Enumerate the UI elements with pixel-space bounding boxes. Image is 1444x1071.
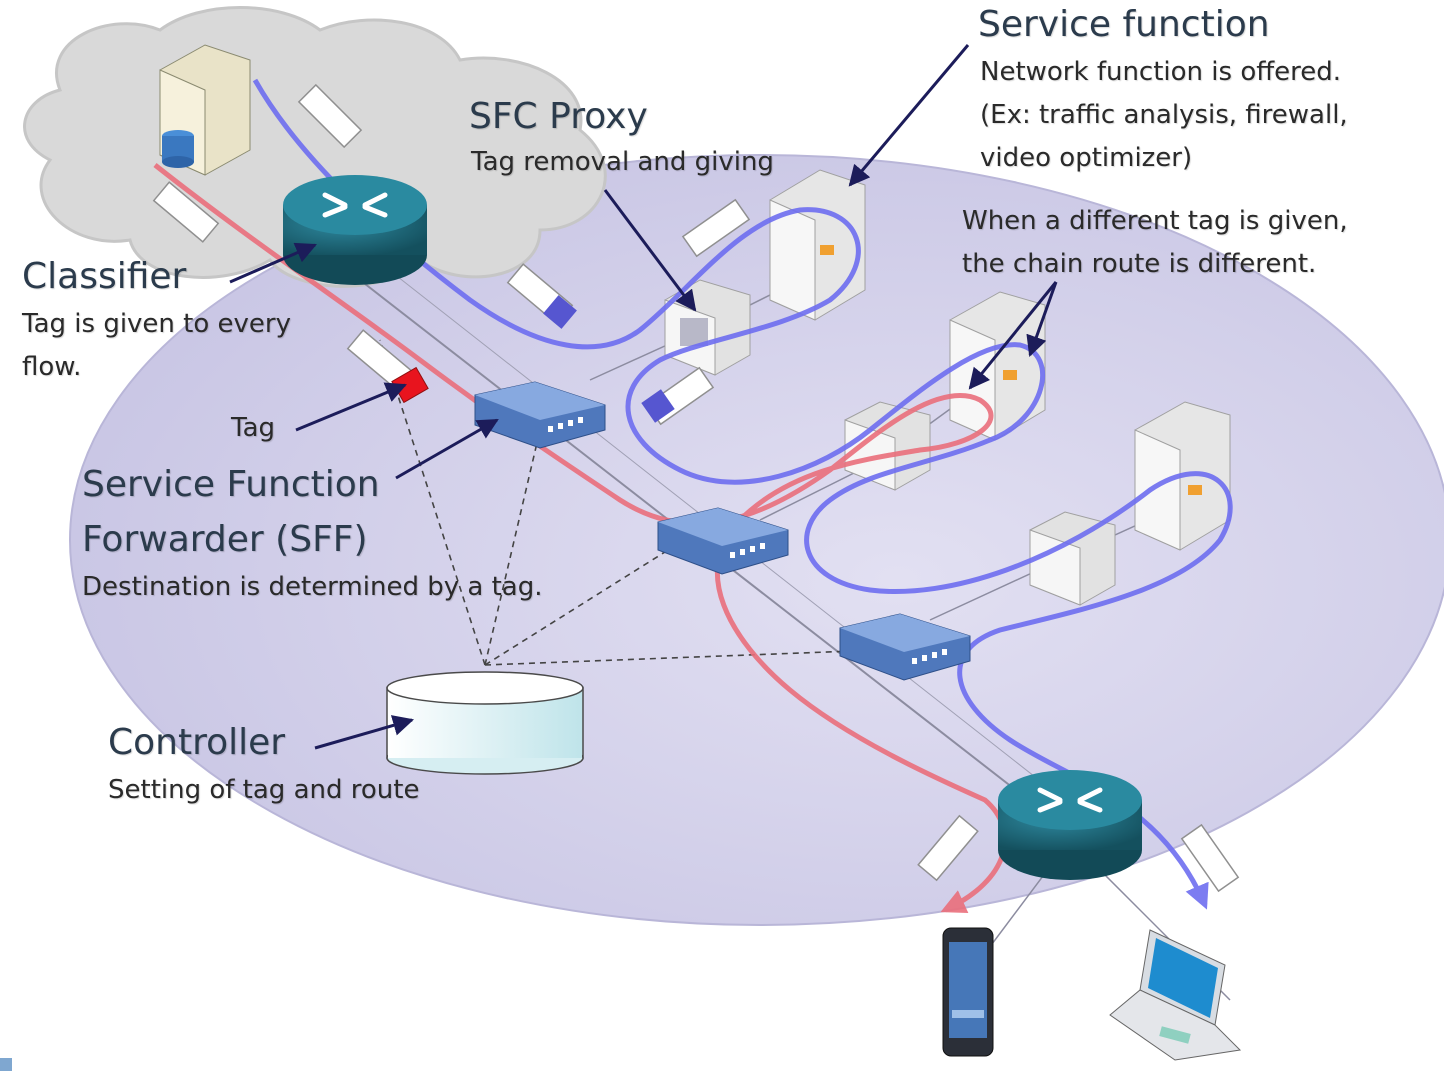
sff-switch-2 (657, 507, 789, 575)
smartphone (942, 927, 994, 1057)
controller-database (386, 671, 584, 775)
sfc-proxy-title: SFC Proxy (469, 96, 648, 137)
service-function-server-1 (769, 169, 866, 321)
service-function-desc-2: (Ex: traffic analysis, firewall, (980, 100, 1348, 130)
sfc-proxy-desc: Tag removal and giving (471, 147, 774, 177)
laptop (1109, 929, 1242, 1061)
sff-desc: Destination is determined by a tag. (82, 572, 543, 602)
different-tag-line-1: When a different tag is given, (962, 206, 1348, 236)
classifier-desc-2: flow. (22, 352, 82, 382)
service-function-desc-1: Network function is offered. (980, 57, 1342, 87)
sff-switch-1 (474, 381, 606, 449)
corner-mark (0, 1058, 12, 1071)
blue-tag-mark-1 (543, 295, 577, 329)
blue-route (252, 78, 1233, 910)
controller-desc: Setting of tag and route (108, 775, 420, 805)
tag-label: Tag (231, 413, 276, 443)
service-function-title: Service function (978, 4, 1270, 45)
sff-title-2: Forwarder (SFF) (82, 519, 368, 560)
classifier-desc-1: Tag is given to every (22, 309, 291, 339)
classifier-title: Classifier (22, 256, 187, 297)
sff-title-1: Service Function (82, 464, 380, 505)
service-function-desc-3: video optimizer) (980, 143, 1193, 173)
sff-switch-3 (839, 613, 971, 681)
service-function-server-5 (1029, 511, 1116, 606)
different-tag-line-2: the chain route is different. (962, 249, 1317, 279)
egress-router (998, 770, 1142, 880)
classifier-router (283, 175, 427, 285)
source-server (159, 44, 251, 176)
controller-title: Controller (108, 722, 286, 763)
blue-tag-mark-2 (641, 389, 675, 423)
red-route (153, 163, 1008, 913)
callout-arrows (229, 44, 1058, 750)
